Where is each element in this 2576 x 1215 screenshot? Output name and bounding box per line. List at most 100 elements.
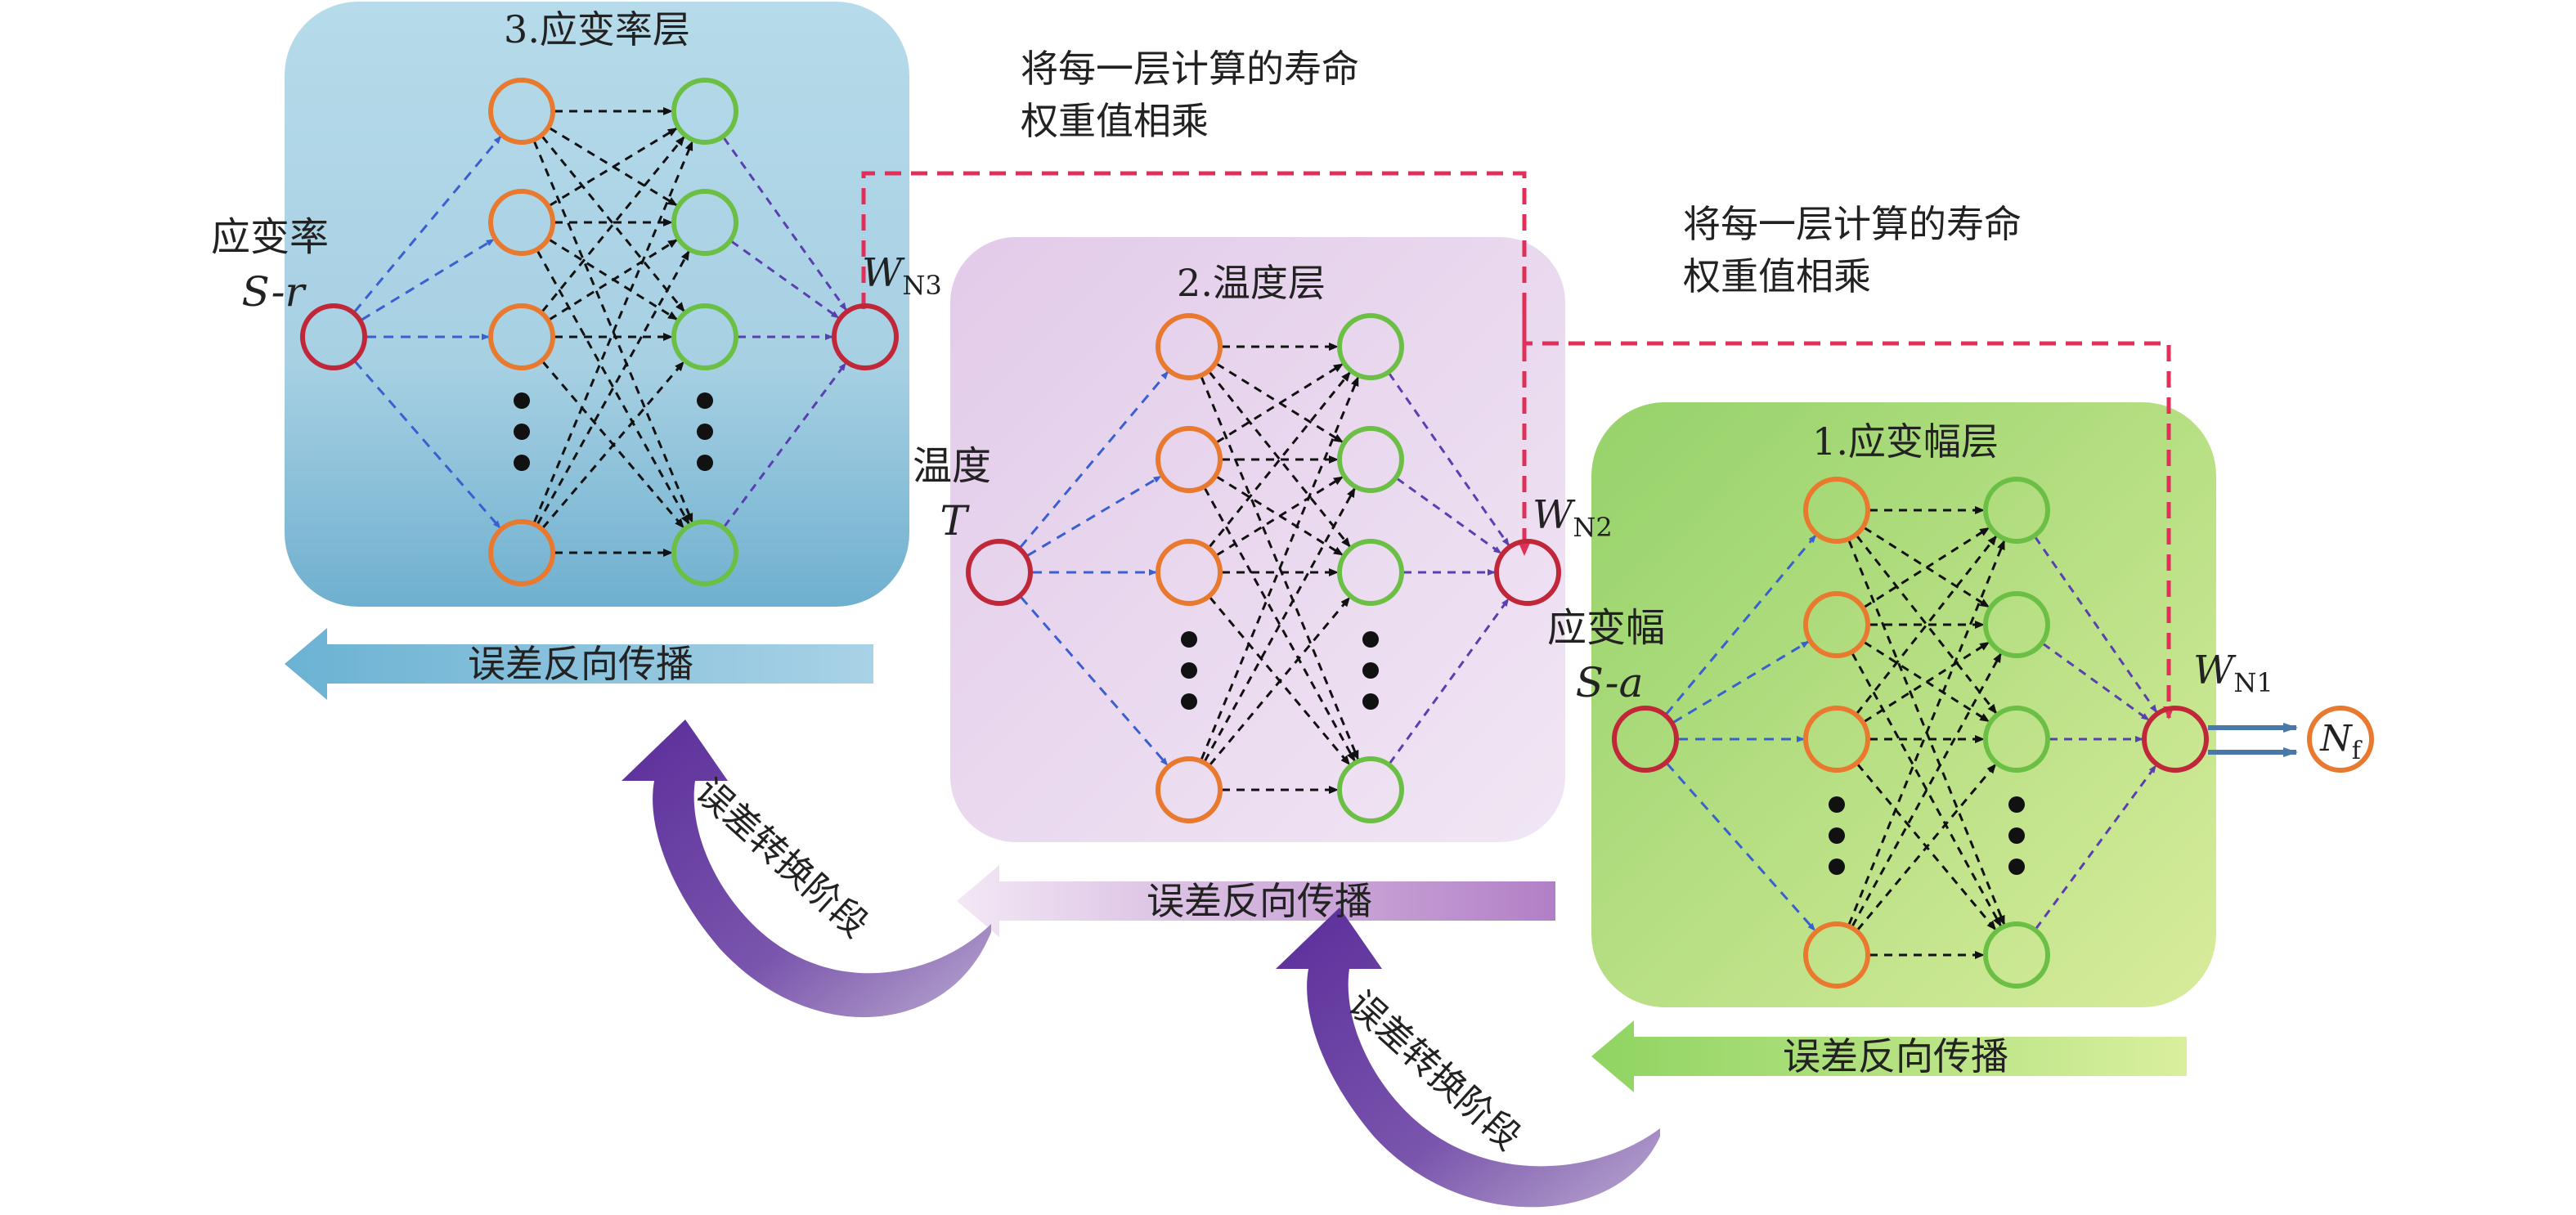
strain-rate-link-hidden-hidden [541,361,685,529]
input-symbol-strain-rate: S-r [242,268,307,316]
input-label-strain-rate: 应变率 [211,214,329,260]
backprop-arrow-strain-amplitude [1591,1020,2187,1092]
output-weight-label-n1: WN1 [2193,648,2273,698]
temperature-ellipsis-dot [1181,693,1197,710]
weight-multiply-line-2 [1522,309,2174,720]
temperature-ellipsis-dot [1181,631,1197,648]
strain-rate-hidden2-node [671,78,738,145]
strain-amplitude-link-hidden-hidden [1856,763,1997,931]
temperature-hidden1-node [1156,313,1223,380]
strain-rate-link-hidden-hidden [536,250,690,525]
temperature-link-hidden-hidden [1216,362,1344,444]
temperature-hidden2-node [1337,313,1404,380]
strain-amplitude-input-node [1612,706,1679,773]
strain-rate-hidden1-node [488,189,555,256]
weight-multiply-line-1 [861,171,1530,556]
strain-amplitude-link-hidden-output [2035,764,2157,930]
strain-rate-link-hidden-output [730,240,840,319]
temperature-link-hidden-hidden [1200,376,1360,760]
strain-amplitude-link-hidden-hidden [1863,527,1990,608]
transition-arrow-1 [622,720,991,1018]
strain-amplitude-hidden2-node [1983,591,2050,658]
temperature-hidden2-node [1337,539,1404,606]
strain-rate-hidden1-node [488,78,555,145]
strain-rate-hidden2-node [671,189,738,256]
temperature-link-hidden-hidden [1209,596,1351,766]
strain-rate-link-input-hidden [354,361,501,529]
strain-rate-link-hidden-hidden [532,141,694,523]
strain-amplitude-link-input-hidden [1672,640,1810,724]
strain-rate-input-node [300,303,367,370]
temperature-link-input-hidden [1019,370,1169,549]
strain-rate-link-hidden-hidden [536,250,690,525]
temperature-link-hidden-hidden [1208,371,1352,548]
input-symbol-strain-amplitude: S-a [1576,659,1644,706]
panel-strain-amplitude [1591,402,2216,1007]
backprop-label-temperature: 误差反向传播 [1147,879,1372,923]
strain-rate-link-hidden-hidden [541,136,685,312]
annotation-multiply-2-line2: 权重值相乘 [1683,254,1871,298]
strain-amplitude-link-hidden-output [2034,536,2158,713]
strain-rate-link-hidden-hidden [549,238,678,321]
strain-rate-ellipsis-dot [697,424,713,440]
backprop-arrow-strain-rate [285,628,873,700]
strain-rate-ellipsis-dot [697,455,713,471]
temperature-ellipsis-dot [1181,662,1197,679]
strain-amplitude-link-hidden-hidden [1847,540,2006,926]
strain-amplitude-link-hidden-output [2042,643,2150,721]
strain-amplitude-hidden2-node [1983,921,2050,989]
strain-amplitude-hidden2-node [1983,706,2050,773]
strain-rate-link-hidden-output [723,362,847,527]
strain-amplitude-ellipsis-dot [1829,827,1845,844]
strain-amplitude-hidden2-node [1983,477,2050,544]
backprop-arrow-temperature [957,865,1555,937]
layer-title-strain-amplitude: 1.应变幅层 [1812,419,1999,464]
input-symbol-temperature: T [940,497,970,545]
strain-amplitude-ellipsis-dot [1829,796,1845,813]
layer-title-strain-rate: 3.应变率层 [504,7,690,52]
strain-rate-link-input-hidden [361,238,495,321]
strain-rate-link-hidden-hidden [541,136,685,312]
input-label-temperature: 温度 [913,443,991,489]
temperature-input-node [966,539,1033,606]
strain-amplitude-link-input-hidden [1666,762,1816,932]
temperature-link-hidden-output [1389,598,1510,764]
temperature-link-hidden-hidden [1208,371,1352,548]
output-weight-label-n3: WN3 [862,250,942,301]
temperature-ellipsis-dot [1362,693,1379,710]
temperature-link-input-hidden [1026,475,1162,557]
strain-rate-ellipsis-dot [514,455,530,471]
temperature-link-hidden-output [1396,477,1502,554]
annotation-multiply-1-line1: 将每一层计算的寿命 [1021,47,1359,91]
strain-amplitude-hidden1-node [1803,591,1870,658]
temperature-link-hidden-hidden [1203,487,1357,762]
backprop-label-strain-rate: 误差反向传播 [468,642,693,686]
strain-rate-link-hidden-hidden [549,127,678,207]
strain-amplitude-hidden1-node [1803,706,1870,773]
temperature-link-input-hidden [1020,596,1169,766]
strain-rate-link-input-hidden [353,135,502,313]
final-output-label: Nf [2319,718,2363,765]
strain-amplitude-link-hidden-hidden [1851,652,2003,927]
input-label-strain-amplitude: 应变幅 [1547,605,1665,651]
strain-rate-hidden1-node [488,303,555,370]
strain-amplitude-hidden1-node [1803,921,1870,989]
strain-amplitude-hidden1-node [1803,477,1870,544]
strain-rate-hidden2-node [671,303,738,370]
temperature-link-hidden-hidden [1216,475,1344,557]
strain-amplitude-ellipsis-dot [1829,859,1845,875]
strain-rate-ellipsis-dot [514,424,530,440]
panel-temperature [950,237,1565,842]
temperature-link-hidden-hidden [1203,487,1357,762]
strain-amplitude-link-input-hidden [1665,534,1817,715]
transition-arrow-2 [1276,908,1660,1208]
backprop-label-strain-amplitude: 误差反向传播 [1783,1034,2008,1078]
temperature-ellipsis-dot [1362,662,1379,679]
temperature-hidden1-node [1156,756,1223,823]
annotation-multiply-1-line2: 权重值相乘 [1021,99,1209,143]
strain-amplitude-output-node [2142,706,2209,773]
temperature-output-node [1494,539,1561,606]
strain-rate-ellipsis-dot [697,392,713,409]
output-weight-label-n2: WN2 [1533,492,1613,543]
strain-amplitude-link-hidden-hidden [1851,652,2003,927]
